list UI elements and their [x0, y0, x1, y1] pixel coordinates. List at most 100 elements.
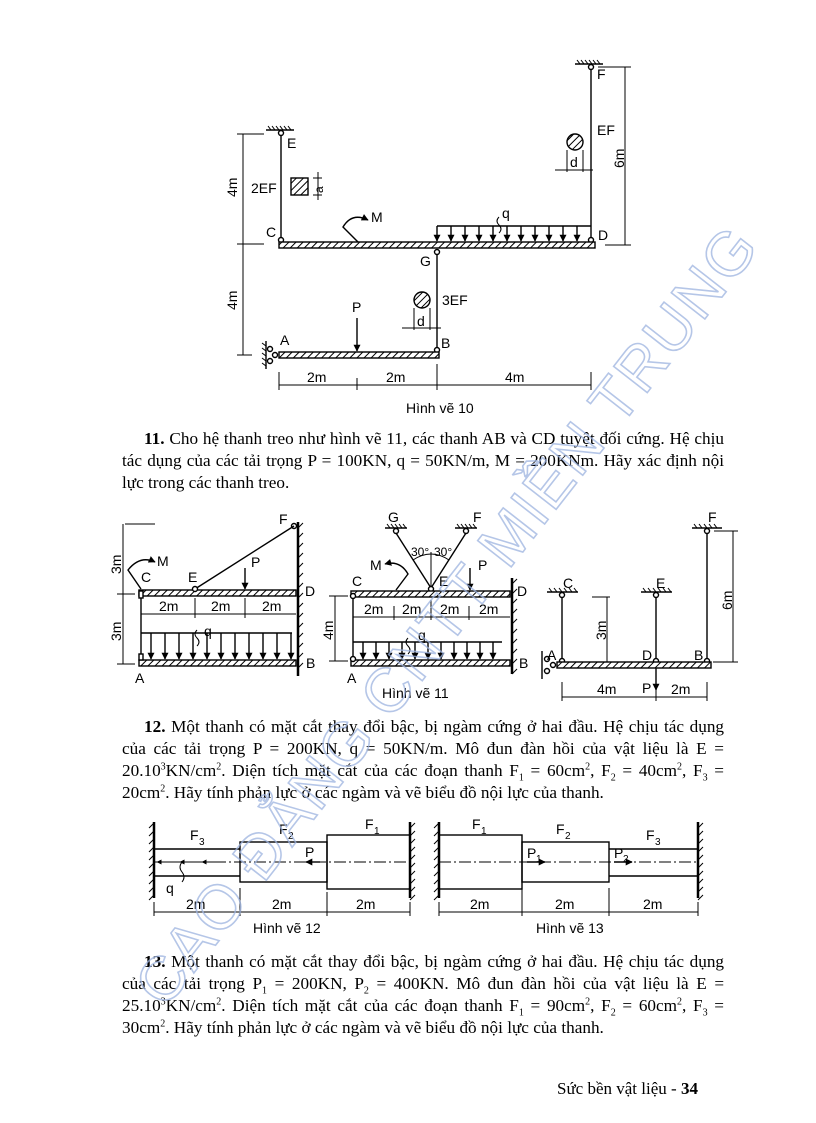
text-run: , F: [590, 761, 611, 780]
problem-12-text: Một thanh có mặt cắt thay đổi bậc, bị ng…: [122, 717, 725, 780]
svg-text:2m: 2m: [643, 896, 662, 912]
svg-text:2m: 2m: [364, 601, 383, 617]
svg-text:Hình vẽ 11: Hình vẽ 11: [382, 685, 449, 701]
svg-text:A: A: [280, 332, 290, 348]
svg-text:3: 3: [655, 837, 661, 848]
svg-text:4m: 4m: [224, 178, 240, 197]
svg-text:q: q: [502, 205, 510, 221]
svg-text:30°: 30°: [434, 545, 452, 559]
svg-text:M: M: [370, 557, 382, 573]
svg-text:2m: 2m: [186, 896, 205, 912]
svg-text:2m: 2m: [555, 896, 574, 912]
svg-text:F: F: [597, 66, 606, 82]
text-run: . Hãy tính phản lực ở các ngàm và vẽ biể…: [165, 1018, 604, 1037]
svg-text:Hình vẽ 13: Hình vẽ 13: [536, 920, 604, 936]
svg-text:P: P: [352, 299, 361, 315]
svg-text:6m: 6m: [611, 149, 627, 168]
svg-text:2m: 2m: [272, 896, 291, 912]
svg-text:P: P: [478, 557, 487, 573]
svg-text:F: F: [365, 816, 374, 832]
superscript: 2: [160, 783, 166, 795]
svg-text:G: G: [420, 253, 431, 269]
svg-text:D: D: [598, 227, 608, 243]
svg-text:2: 2: [565, 831, 571, 842]
svg-text:6m: 6m: [719, 591, 735, 610]
svg-text:E: E: [188, 569, 197, 585]
svg-text:2m: 2m: [440, 601, 459, 617]
figure-11: F M C E P D q A B 3m 3m 2m 2m 2m G F 30°…: [108, 509, 738, 701]
text-run: = 60cm: [523, 761, 586, 780]
svg-text:d: d: [417, 313, 425, 329]
svg-text:3m: 3m: [593, 621, 609, 640]
text-run: KN/cm: [165, 761, 217, 780]
superscript: 2: [677, 761, 683, 773]
svg-text:q: q: [204, 623, 212, 639]
svg-text:30°: 30°: [411, 545, 429, 559]
svg-text:C: C: [141, 569, 151, 585]
subscript: 3: [702, 772, 708, 784]
svg-text:P: P: [642, 680, 651, 696]
svg-text:E: E: [656, 575, 665, 591]
problem-12-number: 12.: [144, 717, 166, 736]
svg-text:D: D: [305, 583, 315, 599]
svg-text:2m: 2m: [211, 598, 230, 614]
subscript: 3: [702, 1007, 708, 1019]
svg-text:D: D: [642, 647, 652, 663]
svg-text:2m: 2m: [159, 598, 178, 614]
problem-12: 12. Một thanh có mặt cắt thay đổi bậc, b…: [122, 716, 724, 804]
svg-text:P: P: [305, 844, 314, 860]
svg-text:2m: 2m: [262, 598, 281, 614]
page-number: 34: [680, 1079, 698, 1098]
svg-text:4m: 4m: [224, 291, 240, 310]
page-footer: Sức bền vật liệu - 34: [557, 1079, 698, 1099]
text-run: = 20cm: [122, 761, 724, 802]
text-run: , F: [682, 996, 703, 1015]
svg-text:A: A: [547, 647, 557, 663]
svg-text:2EF: 2EF: [251, 180, 277, 196]
problem-11-text: Cho hệ thanh treo như hình vẽ 11, các th…: [122, 429, 724, 492]
svg-text:2: 2: [288, 831, 294, 842]
svg-text:F: F: [556, 821, 565, 837]
superscript: 3: [160, 996, 166, 1008]
text-run: = 400KN. Mô đun đàn hồi của vật liệu là …: [122, 974, 725, 1015]
svg-text:4m: 4m: [320, 621, 336, 640]
svg-text:1: 1: [536, 854, 542, 865]
text-run: = 30cm: [122, 996, 724, 1037]
text-run: = 90cm: [523, 996, 586, 1015]
problem-13-text: Một thanh có mặt cắt thay đổi bậc, bị ng…: [122, 952, 725, 993]
svg-text:1: 1: [374, 826, 380, 837]
superscript: 2: [585, 996, 591, 1008]
svg-text:2: 2: [623, 854, 629, 865]
svg-text:a: a: [312, 186, 326, 193]
svg-text:C: C: [563, 575, 573, 591]
problem-13-number: 13.: [144, 952, 166, 971]
svg-text:F: F: [708, 509, 717, 525]
svg-text:P: P: [614, 845, 623, 861]
subscript: 1: [262, 985, 268, 997]
subscript: 2: [610, 1007, 616, 1019]
svg-text:P: P: [251, 554, 260, 570]
svg-text:F: F: [472, 816, 481, 832]
superscript: 2: [585, 761, 591, 773]
svg-text:2m: 2m: [307, 369, 326, 385]
problem-11: 11. Cho hệ thanh treo như hình vẽ 11, cá…: [122, 428, 724, 494]
footer-title: Sức bền vật liệu -: [557, 1079, 681, 1098]
svg-text:3EF: 3EF: [442, 292, 468, 308]
text-run: , F: [682, 761, 703, 780]
text-run: . Diện tích mặt cắt của các đoạn thanh F: [221, 996, 519, 1015]
svg-text:B: B: [519, 655, 528, 671]
svg-text:M: M: [157, 553, 169, 569]
svg-text:2m: 2m: [470, 896, 489, 912]
text-run: = 200KN, P: [267, 974, 364, 993]
svg-text:B: B: [441, 335, 450, 351]
svg-text:F: F: [279, 511, 288, 527]
svg-text:E: E: [287, 135, 296, 151]
superscript: 3: [160, 761, 166, 773]
svg-text:d: d: [570, 154, 578, 170]
superscript: 2: [216, 996, 222, 1008]
subscript: 1: [518, 1007, 524, 1019]
svg-text:EF: EF: [597, 122, 615, 138]
svg-text:M: M: [371, 209, 383, 225]
subscript: 1: [518, 772, 524, 784]
